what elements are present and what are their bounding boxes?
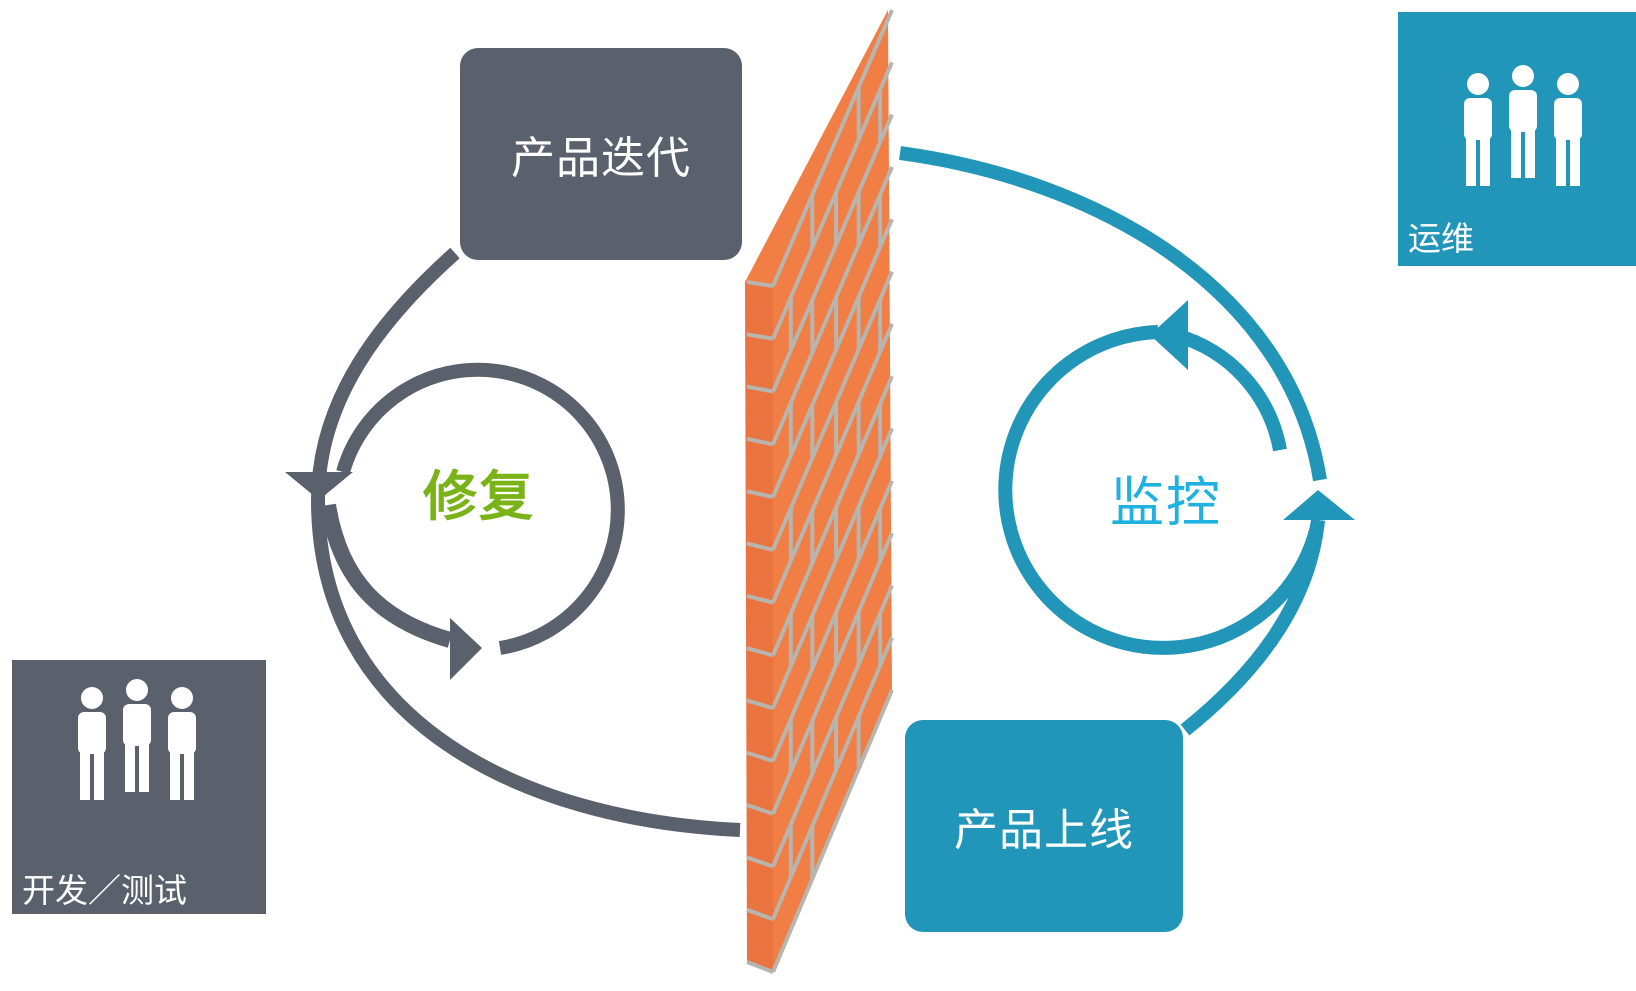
mortar-course-side xyxy=(746,280,774,288)
mortar-course xyxy=(771,584,894,868)
mortar-course-side xyxy=(746,384,774,394)
repair-label: 修复 xyxy=(423,465,535,528)
mortar-course-side xyxy=(746,907,774,922)
mortar-course-side xyxy=(746,541,774,552)
monitor-loop-arc xyxy=(998,325,1325,655)
repair-arrowhead xyxy=(450,618,482,680)
mortar-course xyxy=(771,479,894,762)
mortar-course-side xyxy=(746,698,774,711)
mortar-course xyxy=(771,689,894,973)
mortar-course-side xyxy=(746,750,774,763)
people-icon xyxy=(78,679,196,800)
repair-lower-arc xyxy=(320,503,453,648)
product-iteration-box: 产品迭代 xyxy=(460,48,742,260)
iteration-outer-arc xyxy=(310,247,741,837)
mortar-course xyxy=(771,9,894,287)
ops-team-tile: 运维 xyxy=(1398,12,1636,266)
mortar-course-side xyxy=(746,489,774,500)
repair-loop-arc xyxy=(336,362,625,655)
monitor-arrowhead xyxy=(1150,300,1188,370)
mortar-course-side xyxy=(746,855,774,869)
mortar-course-side xyxy=(746,593,774,605)
mortar-course xyxy=(771,166,894,446)
dev-team-label: 开发／测试 xyxy=(22,871,187,910)
product-release-label: 产品上线 xyxy=(954,805,1134,856)
outer-arc-arrowhead xyxy=(285,472,353,500)
release-to-monitor-arc xyxy=(1180,519,1325,736)
monitor-label: 监控 xyxy=(1110,471,1222,534)
mortar-course-side xyxy=(746,646,774,658)
dev-team-tile: 开发／测试 xyxy=(12,660,266,914)
ops-team-label: 运维 xyxy=(1408,219,1474,258)
product-iteration-label: 产品迭代 xyxy=(511,133,691,184)
monitor-upper-arc xyxy=(1173,328,1287,452)
mortar-course-side xyxy=(746,960,774,974)
people-icon xyxy=(1464,65,1582,186)
mortar-course-side xyxy=(746,436,774,447)
release-arrowhead xyxy=(1283,490,1355,520)
product-release-box: 产品上线 xyxy=(905,720,1183,932)
mortar-course xyxy=(771,270,894,551)
mortar-course-side xyxy=(746,803,774,816)
mortar-course-side xyxy=(746,332,774,341)
monitor-outer-arc xyxy=(899,146,1327,482)
brick-wall xyxy=(745,9,894,974)
mortar-course xyxy=(771,375,894,657)
mortar-course xyxy=(771,61,894,340)
